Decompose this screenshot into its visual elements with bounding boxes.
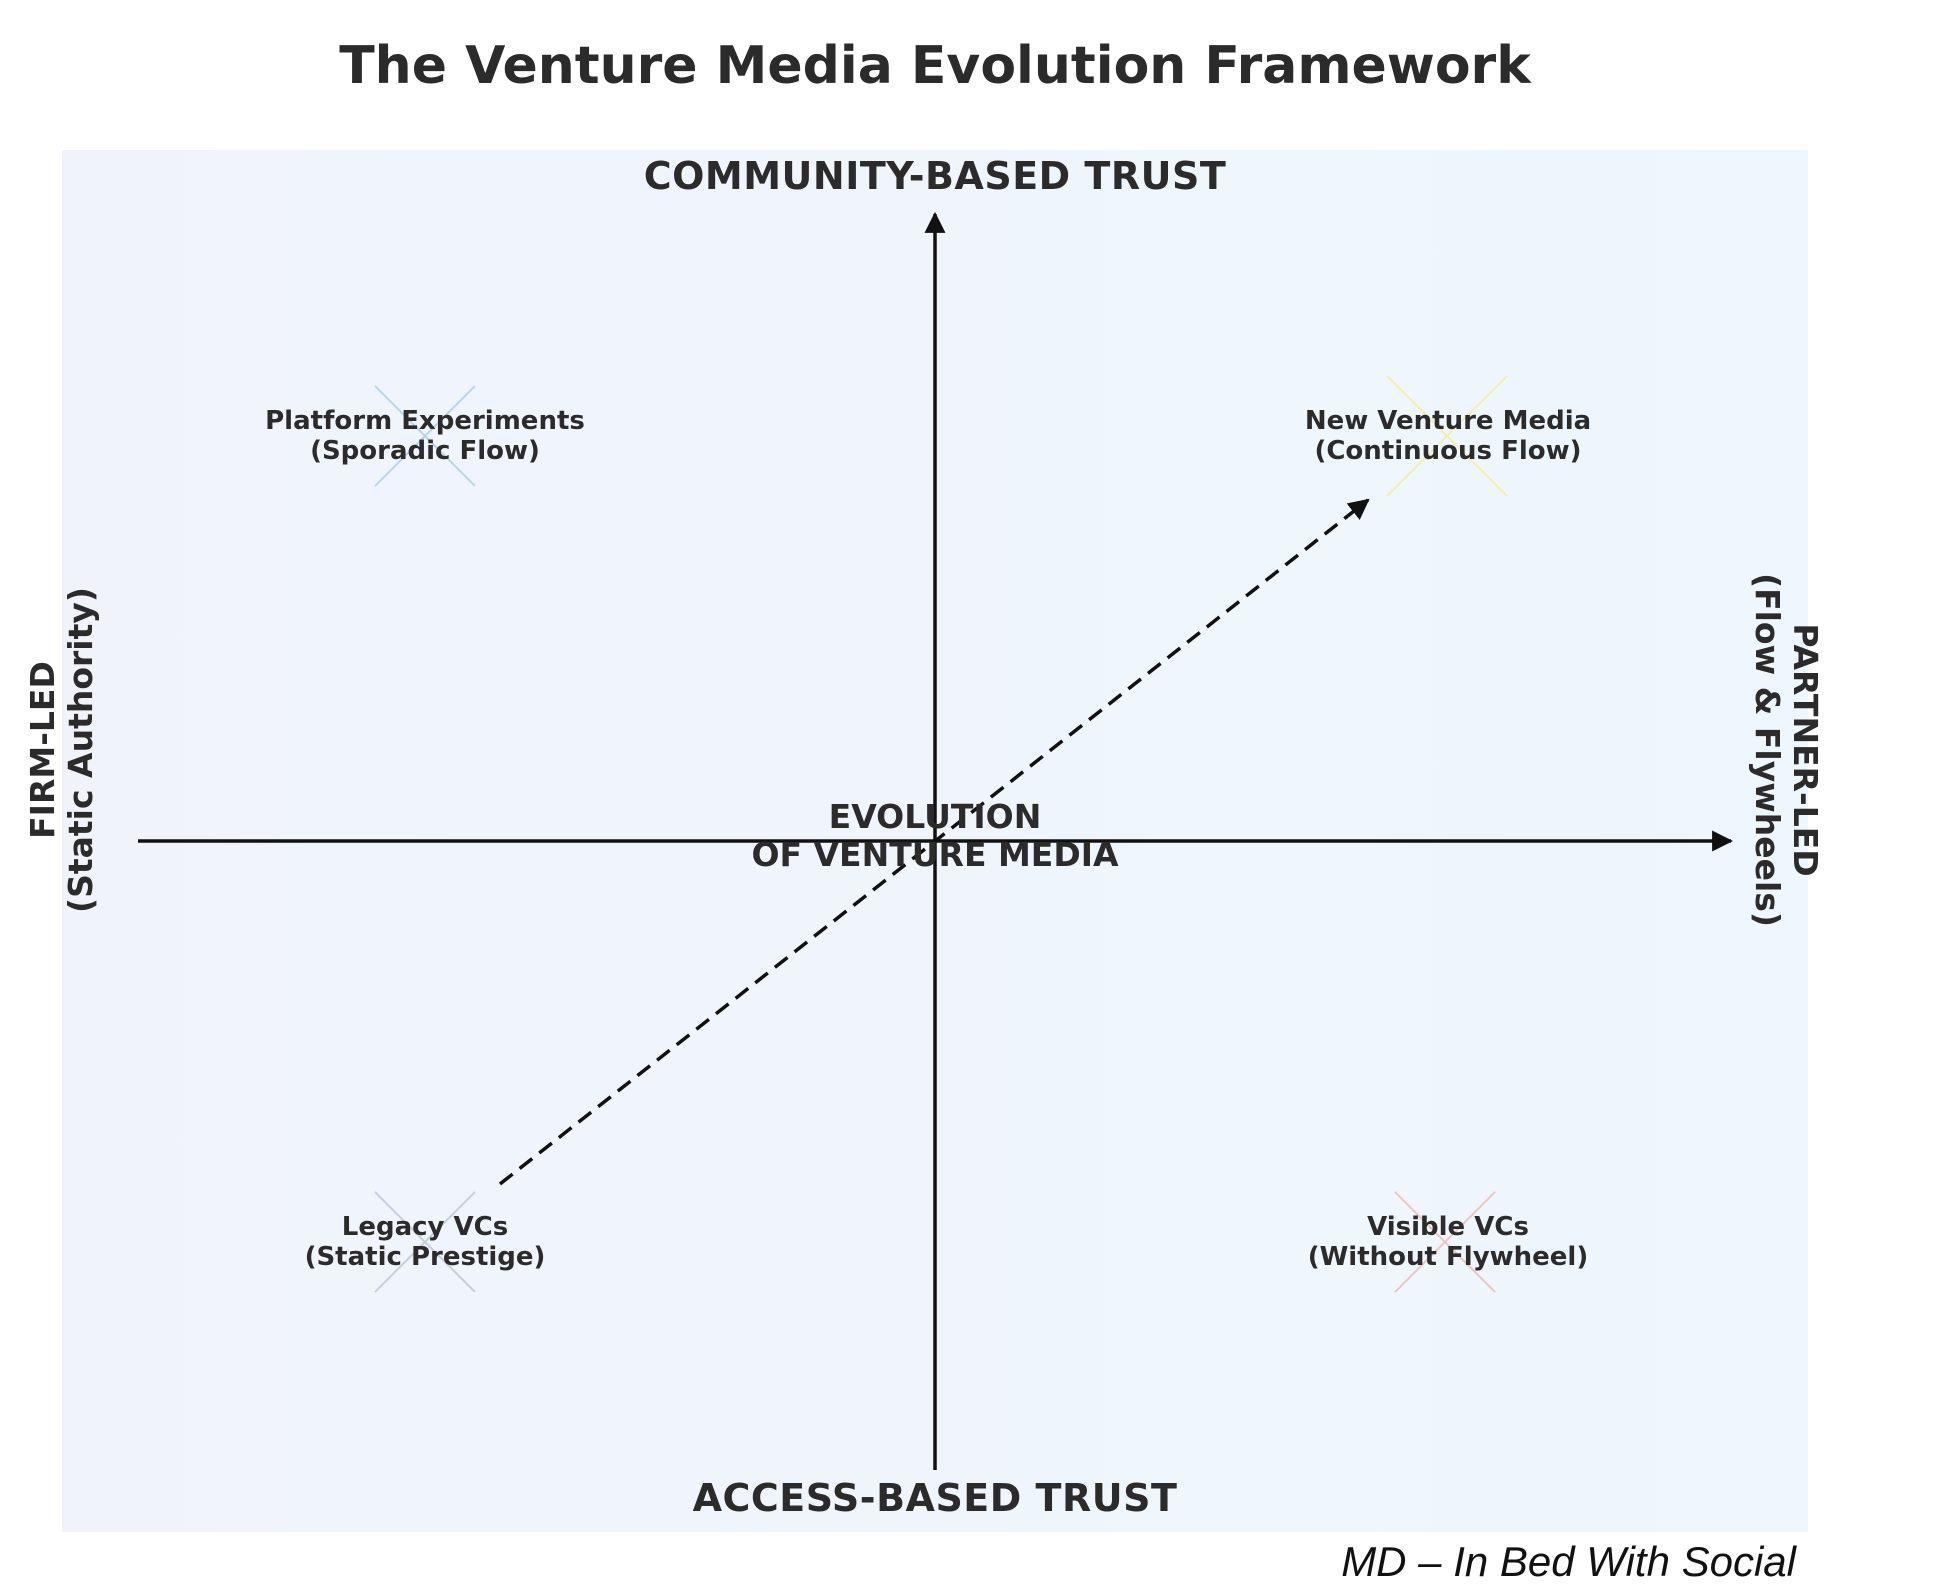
evolution-path-arrow: [498, 498, 1370, 1186]
center-label: EVOLUTION OF VENTURE MEDIA: [635, 798, 1235, 874]
diagram-title: The Venture Media Evolution Framework: [339, 36, 1531, 96]
quadrant-top-right-line2: (Continuous Flow): [1314, 436, 1582, 466]
quadrant-bottom-left-line1: Legacy VCs: [341, 1212, 509, 1242]
axis-label-left-line1: FIRM-LED: [23, 661, 62, 839]
quadrant-bottom-right-line2: (Without Flywheel): [1307, 1242, 1589, 1272]
quadrant-top-right-line1: New Venture Media: [1304, 406, 1592, 436]
marker-bottom-left: [374, 1191, 476, 1293]
quadrant-label-top-right: New Venture Media (Continuous Flow): [1238, 406, 1658, 466]
credit-signature: MD – In Bed With Social: [1341, 1538, 1796, 1585]
quadrant-bottom-right-line1: Visible VCs: [1367, 1212, 1529, 1242]
axis-label-right: PARTNER-LED (Flow & Flywheels): [1748, 490, 1825, 1010]
quadrant-label-bottom-right: Visible VCs (Without Flywheel): [1238, 1212, 1658, 1272]
quadrant-label-top-left: Platform Experiments (Sporadic Flow): [215, 406, 635, 466]
framework-canvas: [62, 150, 1808, 1532]
quadrant-top-left-line1: Platform Experiments: [265, 406, 585, 436]
marker-bottom-right: [1394, 1191, 1496, 1293]
marker-top-right: [1386, 375, 1508, 497]
marker-top-left: [374, 385, 476, 487]
axis-label-top: COMMUNITY-BASED TRUST: [643, 154, 1227, 198]
axis-label-bottom: ACCESS-BASED TRUST: [692, 1476, 1178, 1520]
framework-panel: COMMUNITY-BASED TRUST ACCESS-BASED TRUST…: [23, 150, 1825, 1532]
center-label-line2: OF VENTURE MEDIA: [751, 835, 1119, 874]
axis-label-right-line1: PARTNER-LED: [1786, 623, 1825, 877]
axis-label-left: FIRM-LED (Static Authority): [23, 490, 100, 1010]
quadrant-bottom-left-line2: (Static Prestige): [304, 1242, 546, 1272]
quadrant-top-left-line2: (Sporadic Flow): [310, 436, 540, 466]
axis-label-right-line2: (Flow & Flywheels): [1748, 573, 1787, 927]
center-label-line1: EVOLUTION: [828, 797, 1042, 836]
axis-label-left-line2: (Static Authority): [61, 587, 100, 913]
quadrant-label-bottom-left: Legacy VCs (Static Prestige): [215, 1212, 635, 1272]
